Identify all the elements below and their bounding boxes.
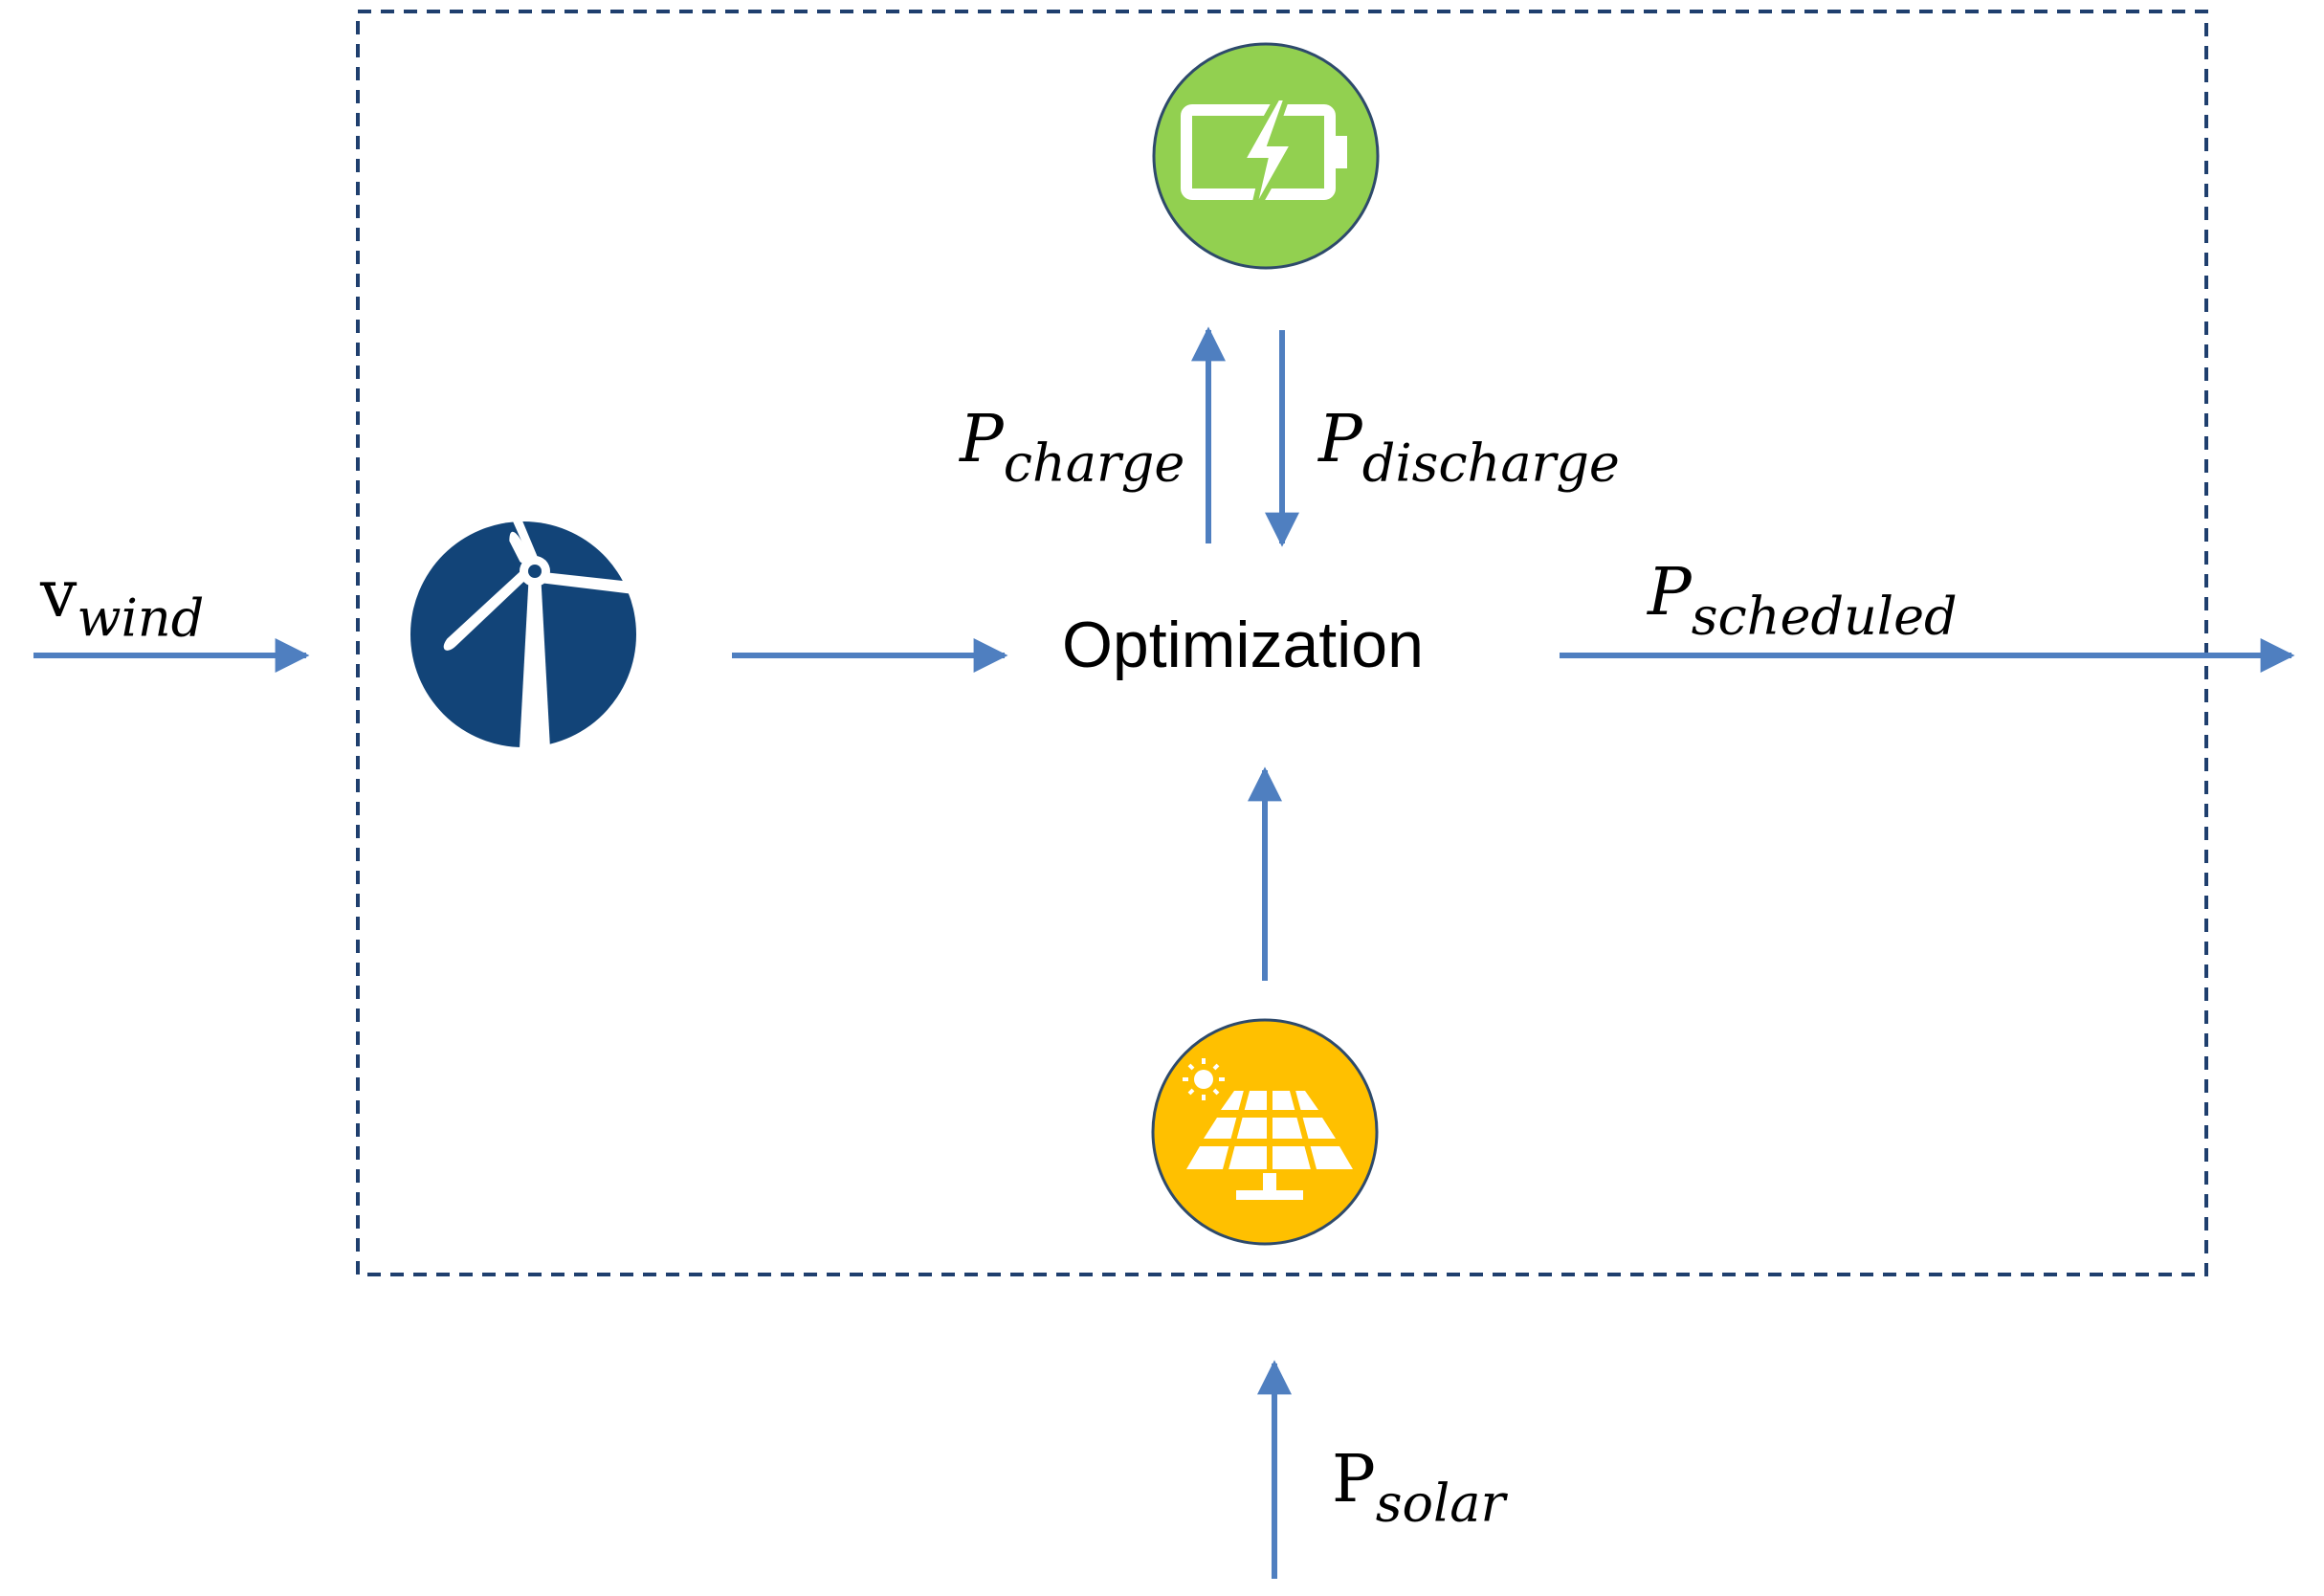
wind-speed-symbol: v	[40, 557, 77, 632]
scheduled-power-subscript: scheduled	[1691, 586, 1958, 647]
discharge-power-symbol: P	[1318, 402, 1362, 477]
solar-panel-icon	[1183, 1058, 1353, 1200]
wind-turbine-icon	[443, 499, 647, 748]
wind-speed-input-label: vwind	[40, 557, 204, 644]
battery-node	[1152, 42, 1380, 270]
scheduled-power-label: Pscheduled	[1648, 555, 1958, 642]
scheduled-power-symbol: P	[1648, 555, 1692, 631]
wind-speed-subscript: wind	[77, 587, 205, 649]
solar-power-subscript: solar	[1375, 1473, 1506, 1534]
wind-turbine-node	[410, 499, 647, 748]
system-boundary	[356, 10, 2208, 1276]
solar-panel-node	[1151, 1018, 1379, 1246]
charge-power-symbol: P	[960, 402, 1004, 477]
discharge-power-label: Pdischarge	[1318, 402, 1620, 489]
charge-power-label: Pcharge	[960, 402, 1184, 489]
optimization-label: Optimization	[1062, 609, 1424, 681]
solar-power-symbol: P	[1332, 1442, 1376, 1518]
discharge-power-subscript: discharge	[1361, 432, 1620, 494]
battery-charging-icon	[1181, 95, 1347, 220]
solar-power-input-label: Psolar	[1332, 1442, 1505, 1529]
charge-power-subscript: charge	[1003, 432, 1185, 494]
